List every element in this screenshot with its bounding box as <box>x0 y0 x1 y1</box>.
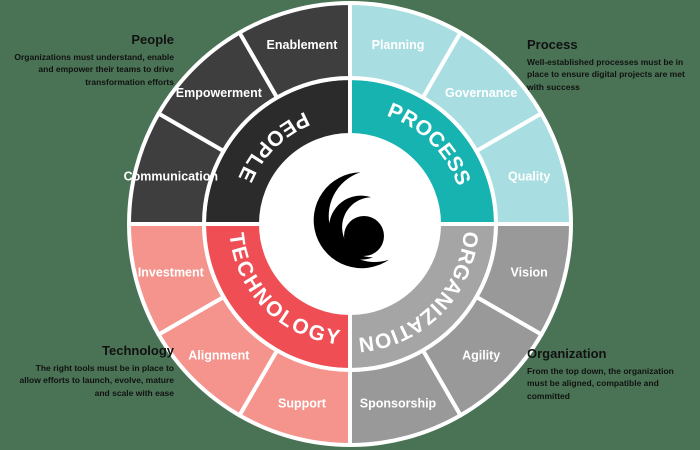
callout-technology: Technology The right tools must be in pl… <box>14 343 174 399</box>
callout-organization: Organization From the top down, the orga… <box>527 346 692 402</box>
callout-process: Process Well-established processes must … <box>527 37 692 93</box>
label-outer-people-1: Empowerment <box>176 86 263 100</box>
label-outer-people-2: Enablement <box>267 38 339 52</box>
label-outer-organization-0: Vision <box>511 265 548 279</box>
label-outer-organization-1: Agility <box>462 349 500 363</box>
callout-organization-body: From the top down, the organization must… <box>527 365 674 401</box>
callout-people-body: Organizations must understand, enable an… <box>14 51 174 87</box>
label-outer-process-0: Planning <box>372 38 425 52</box>
callout-technology-body: The right tools must be in place to allo… <box>19 362 174 398</box>
callout-organization-title: Organization <box>527 346 607 361</box>
callout-people: People Organizations must understand, en… <box>14 32 174 88</box>
callout-process-body: Well-established processes must be in pl… <box>527 56 685 92</box>
label-outer-organization-2: Sponsorship <box>360 397 437 411</box>
swirl-crescent-logo <box>313 172 389 269</box>
callout-people-title: People <box>131 32 174 47</box>
label-outer-people-0: Communication <box>124 169 218 183</box>
label-outer-technology-0: Support <box>278 397 327 411</box>
label-outer-technology-2: Investment <box>138 265 205 279</box>
label-outer-technology-1: Alignment <box>188 349 250 363</box>
callout-process-title: Process <box>527 37 578 52</box>
label-outer-process-1: Governance <box>445 86 517 100</box>
callout-technology-title: Technology <box>102 343 174 358</box>
label-outer-process-2: Quality <box>508 169 550 183</box>
center-logo-group <box>261 135 439 313</box>
wedge-outer-technology-2[interactable] <box>127 222 226 337</box>
